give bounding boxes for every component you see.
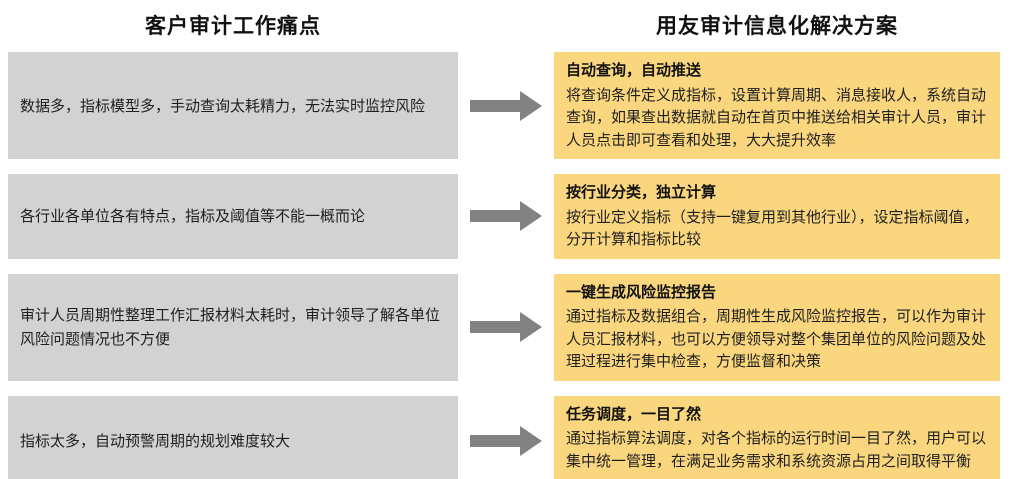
right-arrow-icon	[470, 201, 542, 232]
pain-point-text: 数据多，指标模型多，手动查询太耗精力，无法实时监控风险	[20, 96, 426, 115]
comparison-row-3: 审计人员周期性整理工作汇报材料太耗时，审计领导了解各单位风险问题情况也不方便 一…	[8, 273, 1006, 381]
arrow-cell	[458, 52, 554, 159]
arrow-shaft	[470, 321, 520, 333]
right-arrow-icon	[470, 90, 542, 121]
solution-body: 通过指标及数据组合，周期性生成风险监控报告，可以作为审计人员汇报材料，也可以方便…	[566, 307, 987, 370]
pain-point-text: 各行业各单位各有特点，指标及阈值等不能一概而论	[20, 207, 366, 226]
solution-body: 将查询条件定义成指标，设置计算周期、消息接收人，系统自动查询，如果查出数据就自动…	[566, 85, 987, 149]
pain-point-box: 指标太多，自动预警周期的规划难度较大	[8, 395, 458, 479]
solution-box: 一键生成风险监控报告 通过指标及数据组合，周期性生成风险监控报告，可以作为审计人…	[554, 273, 1000, 381]
pain-point-text: 指标太多，自动预警周期的规划难度较大	[20, 431, 291, 450]
solution-body: 通过指标算法调度，对各个指标的运行时间一目了然，用户可以集中统一管理，在满足业务…	[566, 429, 987, 470]
pain-point-box: 数据多，指标模型多，手动查询太耗精力，无法实时监控风险	[8, 52, 458, 159]
arrow-head	[520, 90, 542, 121]
arrow-shaft	[470, 99, 520, 112]
solution-title: 自动查询，自动推送	[566, 61, 702, 79]
arrow-shaft	[470, 210, 520, 223]
left-column-title: 客户审计工作痛点	[145, 14, 321, 38]
solution-title: 按行业分类，独立计算	[566, 183, 717, 201]
arrow-cell	[458, 396, 554, 479]
right-arrow-icon	[470, 312, 542, 342]
solution-box: 自动查询，自动推送 将查询条件定义成指标，设置计算周期、消息接收人，系统自动查询…	[554, 52, 1000, 159]
solution-box: 按行业分类，独立计算 按行业定义指标（支持一键复用到其他行业），设定指标阈值，分…	[554, 174, 1000, 259]
comparison-row-1: 数据多，指标模型多，手动查询太耗精力，无法实时监控风险 自动查询，自动推送 将查…	[8, 52, 1006, 159]
arrow-cell	[458, 174, 554, 259]
arrow-shaft	[470, 434, 520, 447]
right-arrow-icon	[470, 425, 542, 456]
arrow-head	[520, 425, 542, 456]
comparison-row-4: 指标太多，自动预警周期的规划难度较大 任务调度，一目了然 通过指标算法调度，对各…	[8, 395, 1006, 479]
right-column-title: 用友审计信息化解决方案	[656, 14, 898, 38]
arrow-head	[520, 201, 542, 232]
header-spacer	[458, 6, 554, 48]
solution-title: 任务调度，一目了然	[566, 404, 702, 423]
pain-point-box: 各行业各单位各有特点，指标及阈值等不能一概而论	[8, 174, 458, 259]
solution-body: 按行业定义指标（支持一键复用到其他行业），设定指标阈值，分开计算和指标比较	[566, 207, 979, 249]
solution-box: 任务调度，一目了然 通过指标算法调度，对各个指标的运行时间一目了然，用户可以集中…	[554, 395, 1000, 479]
arrow-cell	[458, 274, 554, 381]
pain-point-box: 审计人员周期性整理工作汇报材料太耗时，审计领导了解各单位风险问题情况也不方便	[8, 273, 458, 381]
column-headers: 客户审计工作痛点 用友审计信息化解决方案	[8, 6, 1006, 48]
pain-point-text: 审计人员周期性整理工作汇报材料太耗时，审计领导了解各单位风险问题情况也不方便	[20, 306, 441, 348]
arrow-head	[520, 312, 542, 342]
solution-title: 一键生成风险监控报告	[566, 282, 717, 301]
comparison-row-2: 各行业各单位各有特点，指标及阈值等不能一概而论 按行业分类，独立计算 按行业定义…	[8, 174, 1006, 259]
